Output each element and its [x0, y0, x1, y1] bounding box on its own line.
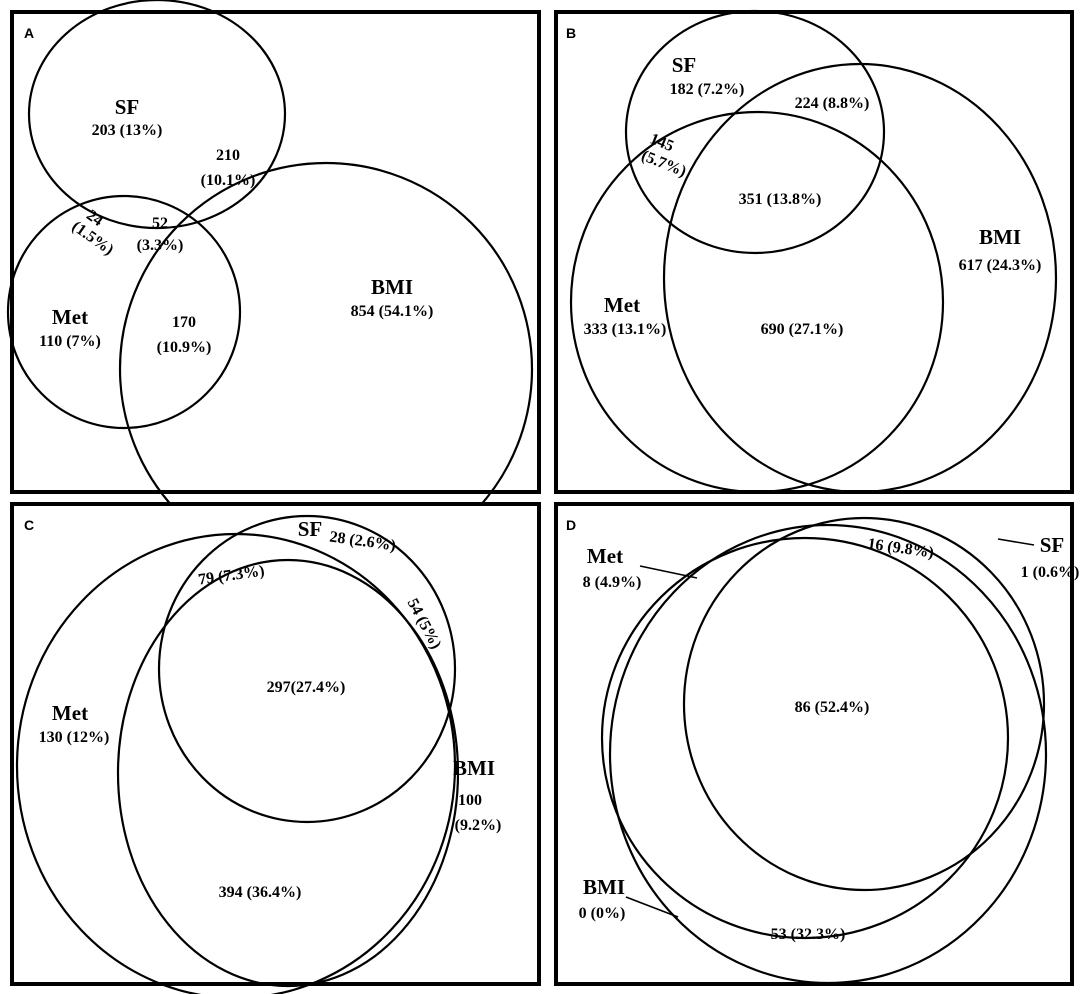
panel-b-region-all: 351 (13.8%)	[739, 191, 822, 208]
panel-b-label-bmi: BMI	[979, 225, 1021, 249]
panel-c-frame	[10, 502, 541, 986]
panel-b: B SF 182 (7.2%) 224 (8.8%) 145 (5.7%) 35…	[554, 9, 1074, 494]
panel-c-letter: C	[24, 517, 34, 533]
panel-d: D Met 8 (4.9%) 16 (9.8%) SF 1 (0.6%) 86 …	[554, 502, 1080, 986]
panel-a-label-bmi: BMI	[371, 275, 413, 299]
panel-a-region-bmi-only: 854 (54.1%)	[351, 303, 434, 320]
panel-c-label-met: Met	[52, 701, 88, 725]
panel-d-bmi-pointer	[625, 896, 679, 918]
panel-b-region-met-only: 333 (13.1%)	[584, 321, 667, 338]
panel-c-region-bmi-only-percent: (9.2%)	[455, 817, 502, 834]
panel-d-label-bmi: BMI	[583, 875, 625, 899]
panel-b-circle-bmi	[662, 62, 1058, 494]
panel-b-region-sf-bmi: 224 (8.8%)	[795, 95, 870, 112]
panel-a: A SF 203 (13%) 210 (10.1%) 24 (1.5%) 52 …	[6, 0, 541, 577]
panel-a-circle-met	[6, 194, 242, 430]
panel-a-region-all-percent: (3.3%)	[137, 237, 184, 254]
panel-a-region-met-only: 110 (7%)	[39, 333, 101, 350]
panel-b-region-met-bmi: 690 (27.1%)	[761, 321, 844, 338]
panel-a-region-met-bmi-count: 170	[172, 314, 196, 331]
panel-d-circle-met	[608, 523, 1048, 985]
panel-b-frame	[554, 10, 1074, 494]
panel-a-letter: A	[24, 25, 34, 41]
panel-a-region-sf-bmi-count: 210	[216, 147, 240, 164]
panel-c-region-met-bmi: 394 (36.4%)	[219, 884, 302, 901]
panel-b-label-sf: SF	[672, 53, 697, 77]
panel-d-sf-pointer	[997, 538, 1035, 546]
panel-d-region-met-only: 8 (4.9%)	[583, 574, 642, 591]
panel-c-circle-sf	[157, 514, 457, 824]
panel-d-region-bmi-only: 0 (0%)	[579, 905, 626, 922]
panel-a-region-sf-bmi-percent: (10.1%)	[201, 172, 256, 189]
panel-d-region-sf-only: 1 (0.6%)	[1021, 564, 1080, 581]
panel-d-region-met-bmi: 53 (32.3%)	[771, 926, 846, 943]
panel-b-region-sf-only: 182 (7.2%)	[670, 81, 745, 98]
panel-a-region-all-count: 52	[152, 215, 168, 232]
panel-c-region-met-only: 130 (12%)	[39, 729, 110, 746]
panel-a-label-met: Met	[52, 305, 88, 329]
panel-a-region-met-bmi-percent: (10.9%)	[157, 339, 212, 356]
panel-b-circle-met	[569, 110, 945, 494]
panel-d-circle-sf	[682, 516, 1046, 892]
panel-d-letter: D	[566, 517, 576, 533]
panel-c-label-sf: SF	[298, 517, 323, 541]
panel-b-circle-sf	[624, 9, 886, 255]
panel-d-label-sf: SF	[1040, 533, 1065, 557]
panel-a-label-sf: SF	[115, 95, 140, 119]
panel-d-met-pointer	[639, 565, 698, 579]
panel-a-region-sf-only: 203 (13%)	[92, 122, 163, 139]
panel-c-circle-bmi	[116, 558, 460, 988]
panel-b-label-met: Met	[604, 293, 640, 317]
panel-d-label-met: Met	[587, 544, 623, 568]
panel-a-circle-sf	[27, 0, 287, 230]
panel-c-region-all: 297(27.4%)	[267, 679, 346, 696]
panel-b-letter: B	[566, 25, 576, 41]
panel-b-region-bmi-only: 617 (24.3%)	[959, 257, 1042, 274]
panel-d-region-all: 86 (52.4%)	[795, 699, 870, 716]
panel-c-region-bmi-only-count: 100	[458, 792, 482, 809]
panel-d-circle-bmi	[600, 536, 1010, 940]
panel-a-region-sf-met-count: 24	[83, 207, 106, 230]
panel-c-label-bmi: BMI	[453, 756, 495, 780]
panel-c: C SF 28 (2.6%) 79 (7.3%) 54 (5%) 297(27.…	[10, 502, 541, 994]
panel-a-frame	[10, 10, 541, 494]
